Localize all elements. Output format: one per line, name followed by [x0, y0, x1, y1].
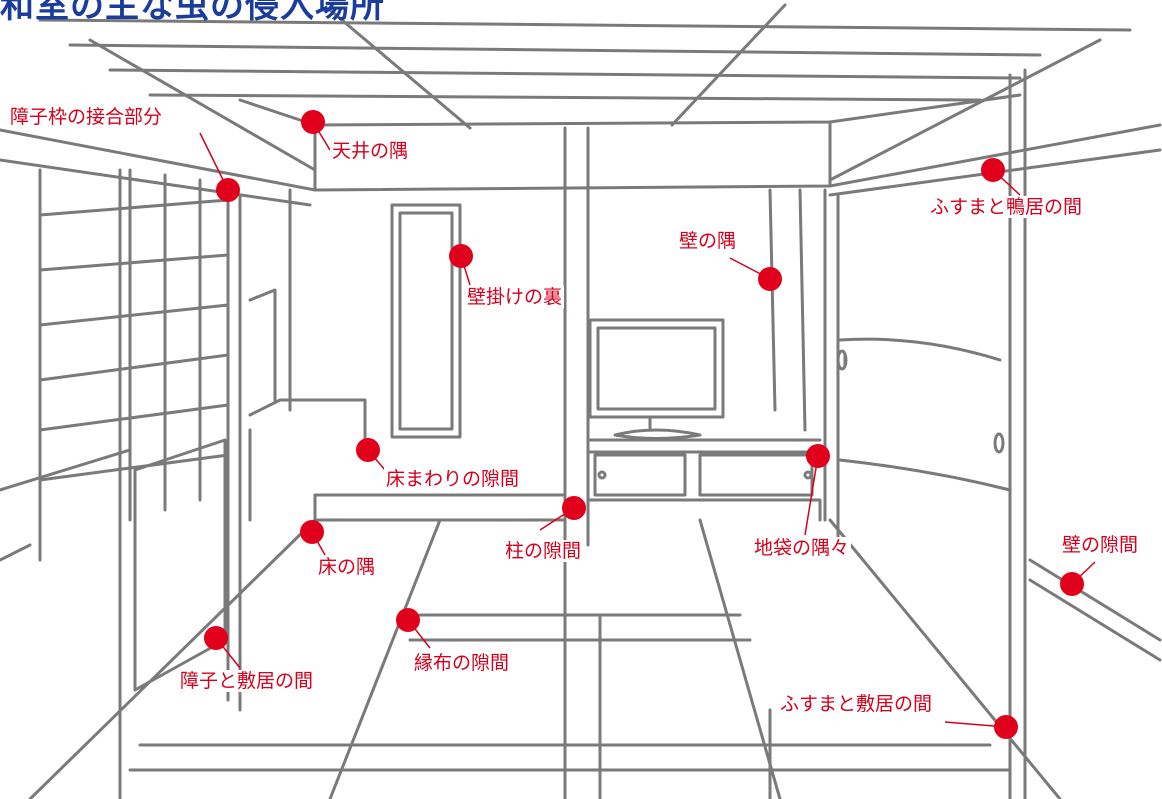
marker-shoji-shikii — [204, 626, 228, 650]
marker-fusuma-kamoi — [981, 158, 1005, 182]
page-title: 和室の主な虫の侵入場所 — [0, 0, 385, 26]
marker-wall-hanging — [449, 244, 473, 268]
label-floor-corner: 床の隅 — [316, 556, 378, 578]
marker-wall-gap — [1060, 572, 1084, 596]
label-shoji-shikii: 障子と敷居の間 — [178, 670, 316, 692]
label-fusuma-shikii: ふすまと敷居の間 — [778, 693, 935, 715]
marker-wall-corner — [758, 267, 782, 291]
marker-heri-gap — [396, 608, 420, 632]
label-floor-edge-gap: 床まわりの隙間 — [384, 468, 522, 490]
marker-floor-edge-gap — [356, 438, 380, 462]
marker-fusuma-shikii — [994, 715, 1018, 739]
marker-pillar-gap — [562, 496, 586, 520]
marker-floor-corner — [300, 520, 324, 544]
label-shoji-frame: 障子枠の接合部分 — [8, 106, 165, 128]
marker-jibukuro — [806, 444, 830, 468]
label-fusuma-kamoi: ふすまと鴨居の間 — [928, 196, 1085, 218]
label-jibukuro: 地袋の隅々 — [752, 537, 852, 559]
marker-shoji-frame — [216, 178, 240, 202]
label-heri-gap: 縁布の隙間 — [412, 652, 512, 674]
marker-ceiling-corner — [301, 110, 325, 134]
label-pillar-gap: 柱の隙間 — [503, 540, 584, 562]
label-wall-gap: 壁の隙間 — [1060, 534, 1141, 556]
label-wall-hanging: 壁掛けの裏 — [465, 286, 565, 308]
label-ceiling-corner: 天井の隅 — [330, 140, 411, 162]
label-wall-corner: 壁の隅 — [677, 230, 739, 252]
